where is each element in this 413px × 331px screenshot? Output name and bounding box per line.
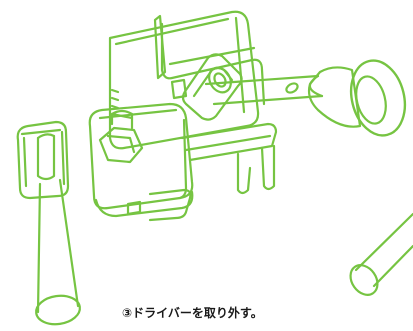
side-rod [349,212,413,296]
mount-tab [148,188,192,222]
front-block [88,102,194,218]
loose-rod [35,178,81,326]
coupling-block [181,53,243,121]
base-frame [180,122,278,195]
hex-nut [98,109,144,164]
back-plate [108,10,260,150]
holder-part [16,120,70,200]
step-caption: ③ドライバーを取り外す。 [122,306,263,320]
